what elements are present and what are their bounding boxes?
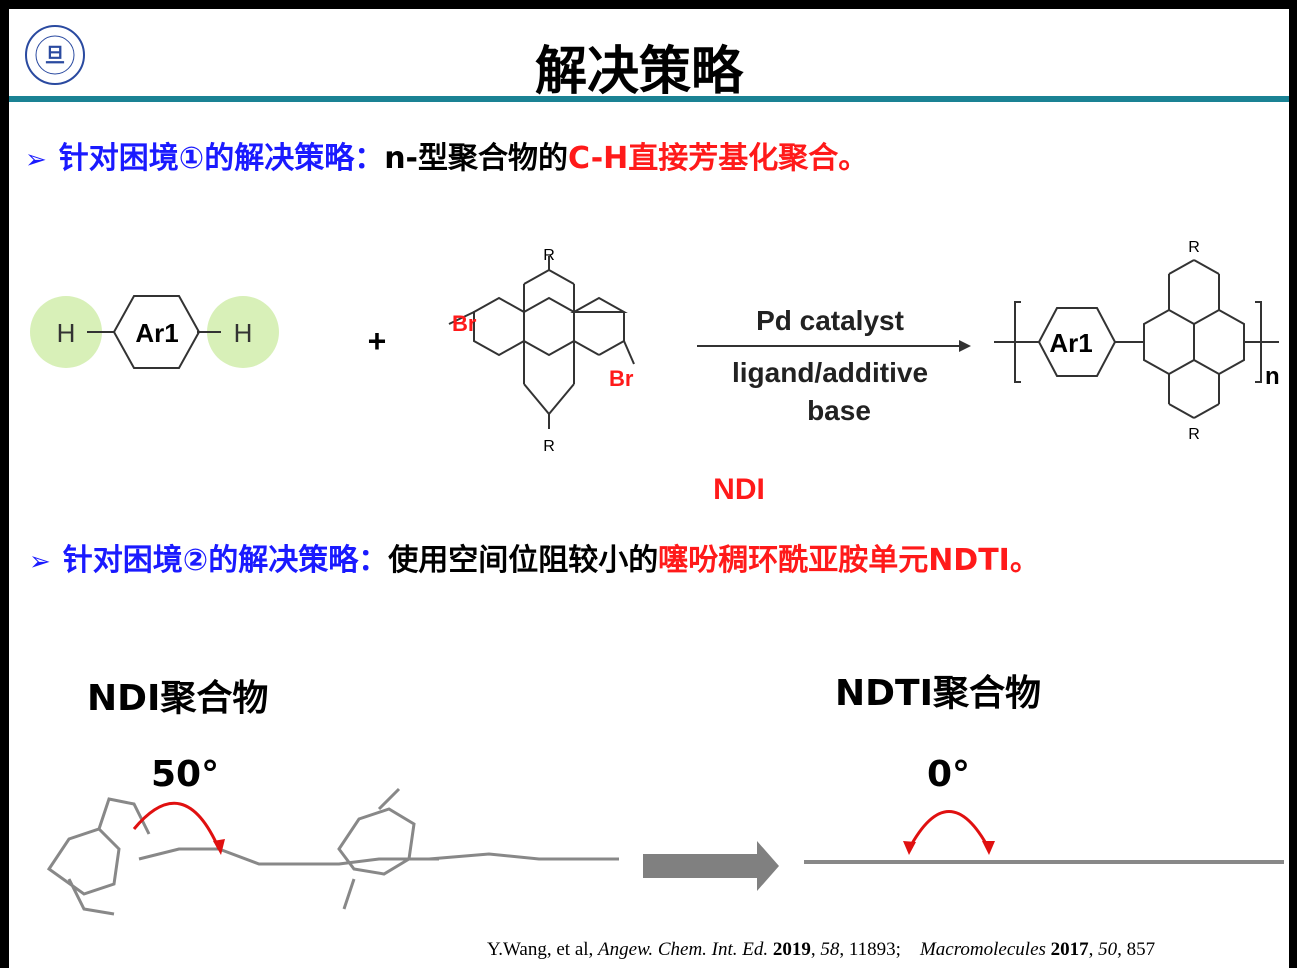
bullet-highlight: 噻吩稠环酰亚胺单元NDTI。 <box>658 543 1040 578</box>
svg-text:H: H <box>234 318 253 348</box>
svg-text:R: R <box>1188 426 1200 443</box>
catalyst-label: Pd catalyst <box>756 305 904 336</box>
crystal-structures <box>46 787 1284 916</box>
bullet-1: ➢ 针对困境①的解决策略：n-型聚合物的C-H直接芳基化聚合。 <box>25 133 868 177</box>
ndi-polymer-label: NDI聚合物 <box>87 678 269 719</box>
svg-text:旦: 旦 <box>45 45 65 67</box>
bullet-2: ➢ 针对困境②的解决策略：使用空间位阻较小的噻吩稠环酰亚胺单元NDTI。 <box>29 535 1040 579</box>
ligand-label: ligand/additive <box>732 357 928 388</box>
svg-text:R: R <box>543 438 555 455</box>
svg-text:Br: Br <box>452 311 477 336</box>
svg-text:Br: Br <box>609 366 634 391</box>
ndti-polymer-label: NDTI聚合物 <box>835 673 1041 714</box>
bullet-highlight: C-H直接芳基化聚合。 <box>568 141 869 176</box>
slide: 旦 解决策略 ➢ 针对困境①的解决策略：n-型聚合物的C-H直接芳基化聚合。 <box>9 9 1289 968</box>
bullet-prefix: 针对困境②的解决策略： <box>62 543 389 578</box>
bullet-text: 使用空间位阻较小的 <box>388 543 659 578</box>
bullet-prefix: 针对困境①的解决策略： <box>58 141 385 176</box>
svg-text:R: R <box>1188 239 1200 256</box>
svg-text:+: + <box>368 323 387 359</box>
svg-text:Ar1: Ar1 <box>1049 328 1092 358</box>
svg-text:Ar1: Ar1 <box>135 318 178 348</box>
fudan-logo: 旦 <box>25 25 85 85</box>
arrow-bullet-icon: ➢ <box>29 547 51 577</box>
arrow-bullet-icon: ➢ <box>25 145 47 175</box>
dihedral-angle-ndi: 50° <box>151 754 220 795</box>
ndi-label: NDI <box>713 473 765 504</box>
title-divider <box>9 96 1289 102</box>
reference-citation: Y.Wang, et al, Angew. Chem. Int. Ed. 201… <box>487 939 1156 960</box>
dihedral-angle-ndti: 0° <box>927 754 971 795</box>
svg-text:n: n <box>1265 363 1280 390</box>
bullet-text: n-型聚合物的 <box>384 141 569 176</box>
right-arrow-icon <box>643 841 779 891</box>
h-atom: H <box>57 318 76 348</box>
svg-text:R: R <box>543 247 555 264</box>
reaction-scheme: H H Ar1 + Br Br R R Pd catalyst ligand/a… <box>30 239 1280 504</box>
page-title: 解决策略 <box>534 42 743 102</box>
base-label: base <box>807 395 871 426</box>
